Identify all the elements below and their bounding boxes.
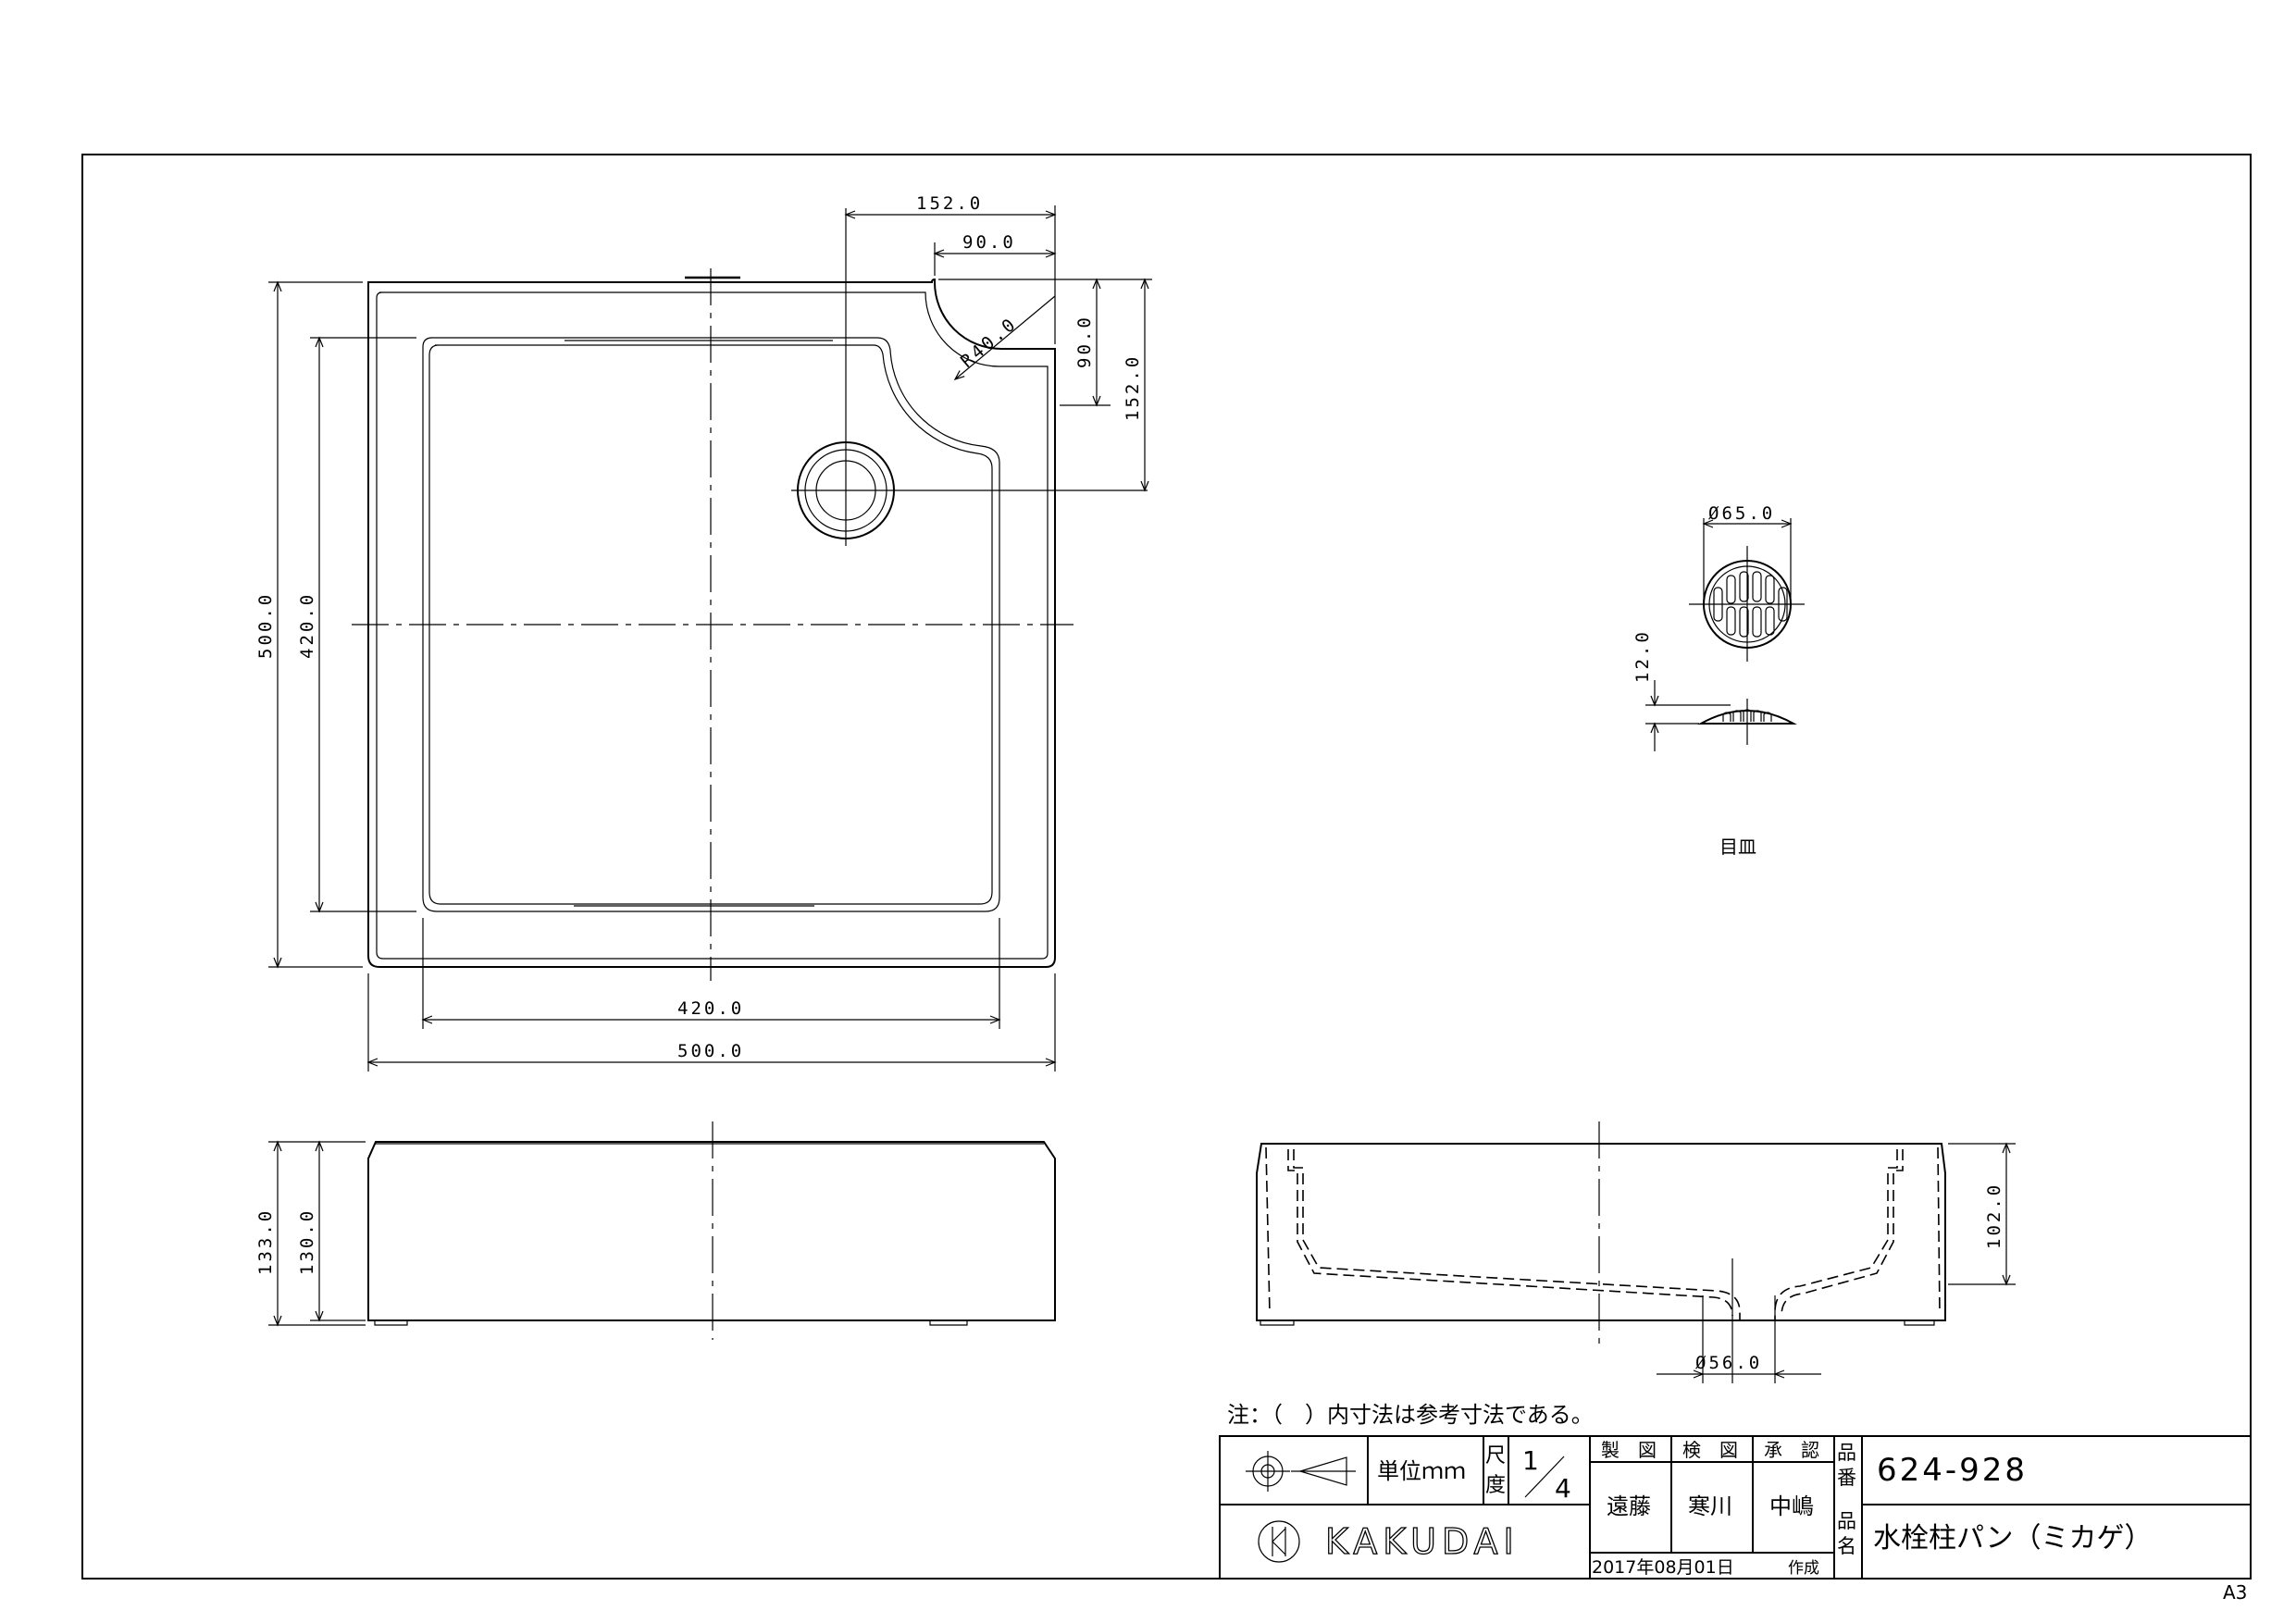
scale-label-top: 尺: [1485, 1444, 1506, 1468]
side-view-foot-right: [929, 1320, 968, 1326]
dimension-90-right: 90.0: [1074, 315, 1095, 368]
top-view: 152.0 90.0 R40.0 90.0 152.0 500.0 420.0 …: [255, 193, 1152, 1072]
dimension-grate-65: Ø65.0: [1708, 503, 1775, 524]
side-view: 133.0 130.0: [255, 1121, 1056, 1340]
part-name-label-top: 品: [1837, 1510, 1856, 1532]
section-basin-hidden-line: [1287, 1149, 1733, 1317]
part-number: 624-928: [1877, 1452, 2028, 1489]
drawing-date: 2017年08月01日: [1592, 1557, 1734, 1578]
dimension-drain-56: Ø56.0: [1695, 1353, 1762, 1373]
dimension-102: 102.0: [1984, 1183, 2004, 1249]
grate-label: 目皿: [1719, 836, 1756, 858]
dimension-500-bottom: 500.0: [677, 1041, 744, 1061]
dimension-500-left: 500.0: [255, 592, 276, 659]
approved-header: 承 認: [1764, 1439, 1819, 1461]
grate-profile: [1697, 710, 1797, 725]
radius-leader-line: [953, 295, 1056, 381]
dimension-420-bottom: 420.0: [677, 998, 744, 1019]
checked-by: 寒川: [1688, 1493, 1732, 1519]
pan-outer-rim: [376, 291, 1049, 960]
sheet-border: [81, 154, 2252, 1580]
drawn-by: 遠藤: [1607, 1493, 1651, 1519]
section-view-foot-right: [1904, 1320, 1935, 1326]
dimension-152-right: 152.0: [1123, 354, 1143, 421]
side-view-foot-left: [374, 1320, 408, 1326]
dimension-90-top: 90.0: [962, 232, 1016, 253]
dimension-grate-12: 12.0: [1632, 629, 1653, 683]
section-basin-hidden-line: [1774, 1149, 1898, 1320]
kakudai-logo: KAKUDAI: [1258, 1520, 1520, 1563]
drawn-header: 製 図: [1601, 1439, 1657, 1461]
dimension-radius: R40.0: [957, 314, 1021, 372]
title-block-frame: [1219, 1435, 2252, 1580]
part-number-label-top: 品: [1837, 1442, 1856, 1464]
section-basin-hidden-line: [1293, 1149, 1741, 1320]
checked-header: 検 図: [1682, 1439, 1738, 1461]
side-view-outline: [367, 1141, 1056, 1321]
grate-profile-ribs: [1722, 709, 1772, 722]
section-basin-hidden-line: [1781, 1149, 1904, 1317]
created-label: 作成: [1788, 1559, 1819, 1578]
dimension-420-left: 420.0: [297, 592, 317, 659]
sheet-size: A3: [2223, 1581, 2247, 1604]
scale-label-bottom: 度: [1485, 1474, 1506, 1497]
pan-inner-basin-edge: [428, 344, 993, 905]
approved-by: 中嶋: [1769, 1493, 1814, 1519]
dimension-152-top: 152.0: [916, 193, 983, 214]
dimension-130: 130.0: [297, 1208, 317, 1275]
grate-detail: Ø65.0 12.0 目皿: [1632, 503, 1805, 858]
section-basin-hidden-line: [1937, 1146, 1941, 1315]
unit-label: 単位ｍｍ: [1377, 1458, 1466, 1484]
section-view-outline: [1256, 1143, 1946, 1321]
part-number-label-bottom: 番: [1837, 1467, 1856, 1489]
pan-inner-basin: [422, 337, 1000, 912]
scale-fraction-slash: [1524, 1456, 1565, 1498]
part-name: 水栓柱パン（ミカゲ）: [1873, 1522, 2153, 1555]
pan-outer-outline: [367, 278, 1056, 968]
brand-wordmark: KAKUDAI: [1325, 1521, 1520, 1562]
third-angle-projection-symbol: [1246, 1451, 1356, 1492]
section-view: 102.0 Ø56.0: [1256, 1121, 2016, 1383]
section-view-foot-left: [1260, 1320, 1295, 1326]
scale-numerator: 1: [1522, 1445, 1539, 1476]
section-basin-hidden-line: [1265, 1146, 1271, 1315]
scale-denominator: 4: [1555, 1473, 1571, 1504]
reference-dimension-note: 注：（ ）内寸法は参考寸法である。: [1227, 1402, 1594, 1428]
part-name-label-bottom: 名: [1837, 1535, 1856, 1557]
title-block: 単位ｍｍ 尺 度 1 4 製 図 検 図 承 認 遠藤 寒川 中嶋 品 番 62…: [1219, 1435, 2252, 1580]
dimension-133: 133.0: [255, 1208, 276, 1275]
